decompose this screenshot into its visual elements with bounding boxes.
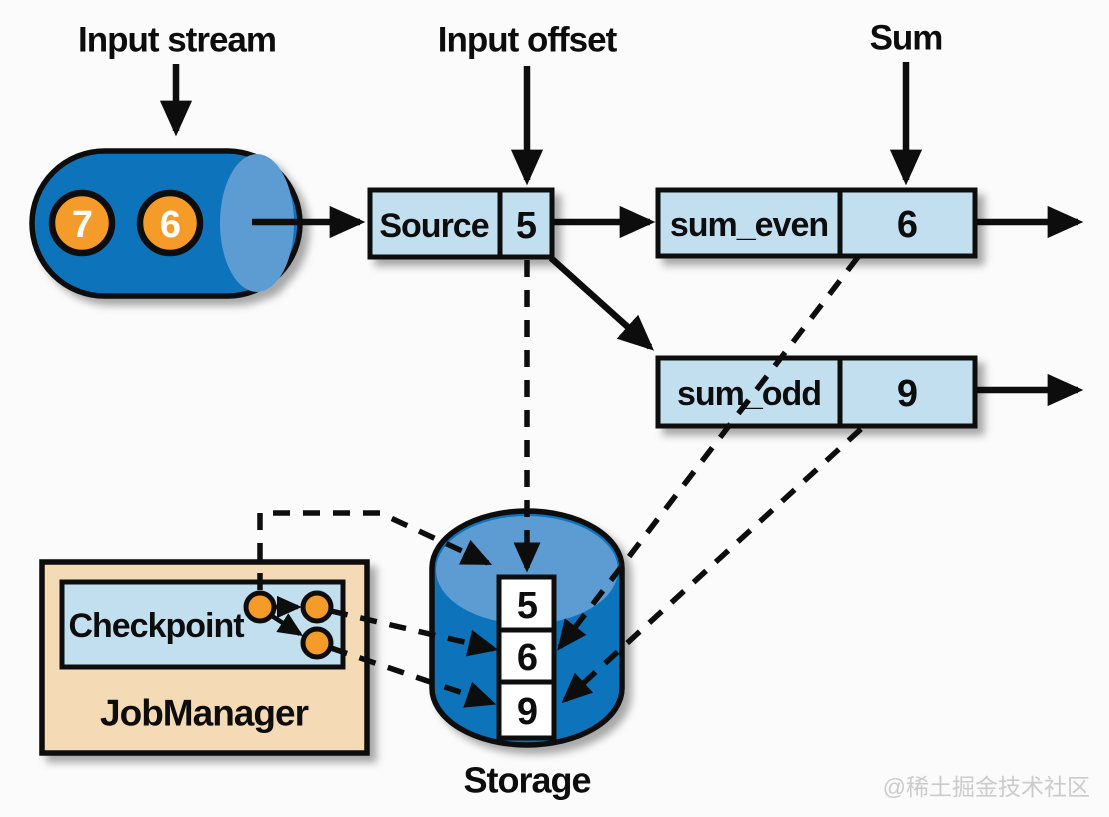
event-value: 7 xyxy=(72,204,92,246)
job-manager: Checkpoint JobManager xyxy=(39,559,370,756)
source-name: Source xyxy=(379,207,488,245)
sum-even-value: 6 xyxy=(897,204,917,246)
arrow-source-to-sum-odd xyxy=(548,255,654,351)
source-offset-cell xyxy=(497,187,555,260)
source-offset-value: 5 xyxy=(516,205,537,247)
event-circle-7 xyxy=(48,189,116,257)
storage-value: 5 xyxy=(517,585,538,627)
dashed-sum-odd-state-to-storage xyxy=(561,426,863,704)
source-operator: Source 5 xyxy=(367,187,555,260)
sum-odd-value: 9 xyxy=(897,373,917,415)
sum-even-operator: sum_even 6 xyxy=(655,187,978,259)
storage-value: 9 xyxy=(517,691,537,733)
storage-label: Storage xyxy=(463,760,590,801)
sum-even-name: sum_even xyxy=(670,206,828,244)
input-stream-label: Input stream xyxy=(78,21,276,60)
sum-even-box xyxy=(655,187,843,259)
event-circle-6 xyxy=(136,189,204,257)
checkpoint-node-source xyxy=(243,590,277,624)
sum-odd-name: sum_odd xyxy=(677,375,821,413)
checkpoint-node-even xyxy=(300,590,334,624)
sum-label: Sum xyxy=(870,19,943,58)
checkpoint-label: Checkpoint xyxy=(68,607,244,645)
sum-odd-operator: sum_odd 9 xyxy=(655,355,978,429)
sum-even-state-cell xyxy=(837,187,978,259)
sum-odd-state-cell xyxy=(837,355,978,429)
checkpoint-node-odd xyxy=(300,626,334,660)
storage-value: 6 xyxy=(517,637,537,679)
watermark-text: @稀土掘金技术社区 xyxy=(883,774,1090,800)
dashed-checkpoint-to-storage-5 xyxy=(257,510,493,590)
sum-odd-box xyxy=(655,355,843,429)
input-offset-label: Input offset xyxy=(438,21,618,60)
dashed-sum-even-state-to-storage xyxy=(557,255,861,651)
event-value: 6 xyxy=(160,204,180,246)
job-manager-label: JobManager xyxy=(100,693,309,734)
checkpoint-edge-2 xyxy=(270,613,304,637)
storage-slot-3 xyxy=(496,679,557,741)
